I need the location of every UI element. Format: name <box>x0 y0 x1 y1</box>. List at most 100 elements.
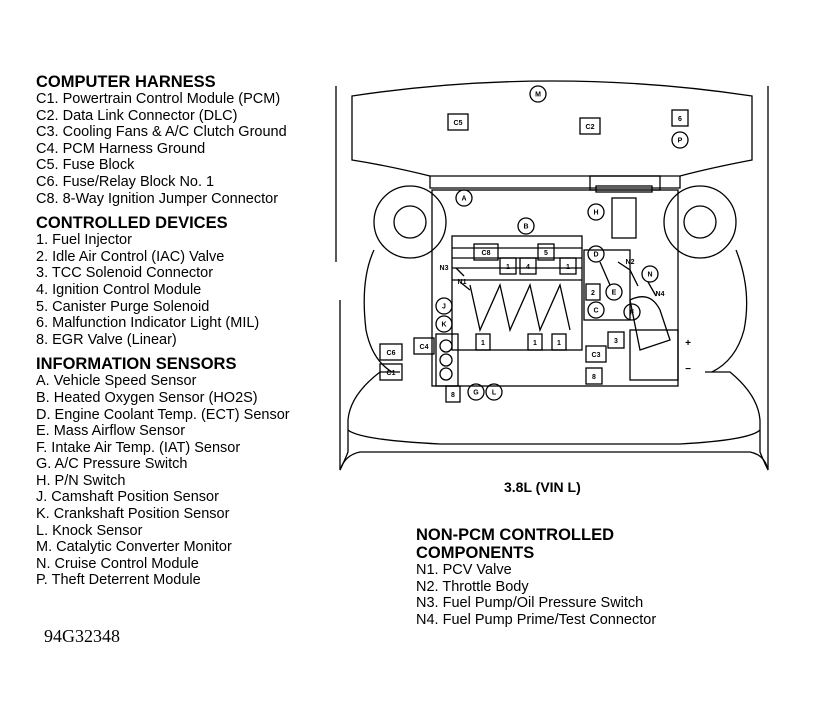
label-5: 5 <box>544 250 548 257</box>
legend-item: C8. 8-Way Ignition Jumper Connector <box>36 190 279 207</box>
label-P: P <box>678 138 683 145</box>
legend-item: 8. EGR Valve (Linear) <box>36 331 177 348</box>
label-C1: C1 <box>387 370 396 377</box>
label-4: 4 <box>526 264 530 271</box>
label-1: 1 <box>566 264 570 271</box>
left-fender-line <box>363 249 393 373</box>
label-K: K <box>441 322 446 329</box>
label-8: 8 <box>592 374 596 381</box>
legend-item: 4. Ignition Control Module <box>36 281 202 298</box>
legend-item: G. A/C Pressure Switch <box>36 456 188 473</box>
label-8: 8 <box>451 392 455 399</box>
right-fender-line <box>711 249 748 373</box>
label-6: 6 <box>678 116 682 123</box>
label-1: 1 <box>506 264 510 271</box>
controlled-devices-title: CONTROLLED DEVICES <box>36 214 228 233</box>
legend-item: E. Mass Airflow Sensor <box>36 423 186 440</box>
information-sensors-section: INFORMATION SENSORS A. Vehicle Speed Sen… <box>36 356 336 589</box>
air-cleaner <box>589 175 661 191</box>
left-strut-tower <box>373 185 447 259</box>
information-sensors-title: INFORMATION SENSORS <box>36 355 237 374</box>
body-outline-right <box>705 86 769 471</box>
legend-item: C3. Cooling Fans & A/C Clutch Ground <box>36 124 287 141</box>
air-cleaner-lid <box>595 185 653 193</box>
legend-item: H. P/N Switch <box>36 472 126 489</box>
label-C8: C8 <box>482 250 491 257</box>
label-D: D <box>593 252 598 259</box>
label-B: B <box>523 224 528 231</box>
label-N: N <box>647 272 652 279</box>
figure-code: 94G32348 <box>44 626 120 646</box>
legend-item: M. Catalytic Converter Monitor <box>36 539 232 556</box>
label-C2: C2 <box>586 124 595 131</box>
battery-minus: − <box>685 364 691 375</box>
label-L: L <box>492 390 497 397</box>
legend-item: 1. Fuel Injector <box>36 232 132 249</box>
engine-label: 3.8L (VIN L) <box>504 479 581 495</box>
legend-item: C1. Powertrain Control Module (PCM) <box>36 91 281 107</box>
label-C3: C3 <box>592 352 601 359</box>
legend-item: C4. PCM Harness Ground <box>36 140 206 157</box>
legend-item: D. Engine Coolant Temp. (ECT) Sensor <box>36 406 290 423</box>
legend-item: N3. Fuel Pump/Oil Pressure Switch <box>416 595 644 612</box>
label-N1: N1 <box>458 279 467 286</box>
label-N4: N4 <box>656 291 665 298</box>
legend-item: B. Heated Oxygen Sensor (HO2S) <box>36 389 258 406</box>
legend-item: C2. Data Link Connector (DLC) <box>36 107 238 124</box>
computer-harness-title: COMPUTER HARNESS <box>36 73 216 91</box>
non-pcm-title-line2: COMPONENTS <box>416 544 535 562</box>
legend-item: L. Knock Sensor <box>36 522 143 539</box>
legend-item: N2. Throttle Body <box>416 578 529 595</box>
left-strut-inner <box>393 205 427 239</box>
label-H: H <box>593 210 598 217</box>
label-C4: C4 <box>420 344 429 351</box>
legend-item: A. Vehicle Speed Sensor <box>36 373 197 390</box>
label-M: M <box>535 92 541 99</box>
label-1: 1 <box>533 340 537 347</box>
controlled-devices-section: CONTROLLED DEVICES 1. Fuel Injector 2. I… <box>36 215 336 348</box>
legend-item: N1. PCV Valve <box>416 562 512 578</box>
label-F: F <box>630 310 635 317</box>
front-bumper <box>347 429 761 445</box>
legend-item: J. Camshaft Position Sensor <box>36 489 219 506</box>
non-pcm-title-line1: NON-PCM CONTROLLED <box>416 526 614 544</box>
legend-item: F. Intake Air Temp. (IAT) Sensor <box>36 439 241 456</box>
label-1: 1 <box>481 340 485 347</box>
label-C6: C6 <box>387 350 396 357</box>
body-outline <box>335 86 400 471</box>
label-G: G <box>473 390 479 397</box>
computer-harness-section: COMPUTER HARNESS C1. Powertrain Control … <box>36 74 336 207</box>
legend-item: 5. Canister Purge Solenoid <box>36 298 210 315</box>
battery-plus: + <box>685 338 691 349</box>
label-2: 2 <box>591 290 595 297</box>
label-E: E <box>612 290 617 297</box>
left-connector-block <box>435 333 459 387</box>
legend-item: P. Theft Deterrent Module <box>36 572 201 589</box>
engine-block <box>431 189 679 387</box>
legend-item: C6. Fuse/Relay Block No. 1 <box>36 173 215 190</box>
legend-item: N4. Fuel Pump Prime/Test Connector <box>416 611 657 628</box>
pn-switch-box <box>611 197 637 239</box>
legend-item: K. Crankshaft Position Sensor <box>36 506 230 523</box>
label-N2: N2 <box>626 259 635 266</box>
intake-plenum <box>451 235 583 351</box>
legend-item: C5. Fuse Block <box>36 157 135 174</box>
front-bumper-outer <box>339 451 769 471</box>
cowl <box>351 80 753 177</box>
legend-item: N. Cruise Control Module <box>36 555 199 572</box>
left-connector-bumps <box>439 339 453 381</box>
label-1: 1 <box>557 340 561 347</box>
throttle-body <box>583 249 631 321</box>
air-intake-duct <box>629 296 671 351</box>
legend-item: 2. Idle Air Control (IAC) Valve <box>36 248 225 265</box>
label-N3: N3 <box>440 265 449 272</box>
label-J: J <box>442 304 446 311</box>
label-3: 3 <box>614 338 618 345</box>
label-A: A <box>461 196 466 203</box>
legend-item: 6. Malfunction Indicator Light (MIL) <box>36 315 260 332</box>
non-pcm-section: NON-PCM CONTROLLED COMPONENTS N1. PCV Va… <box>416 526 656 628</box>
legend-item: 3. TCC Solenoid Connector <box>36 265 214 282</box>
battery <box>629 329 679 381</box>
cowl-inner <box>429 176 681 189</box>
